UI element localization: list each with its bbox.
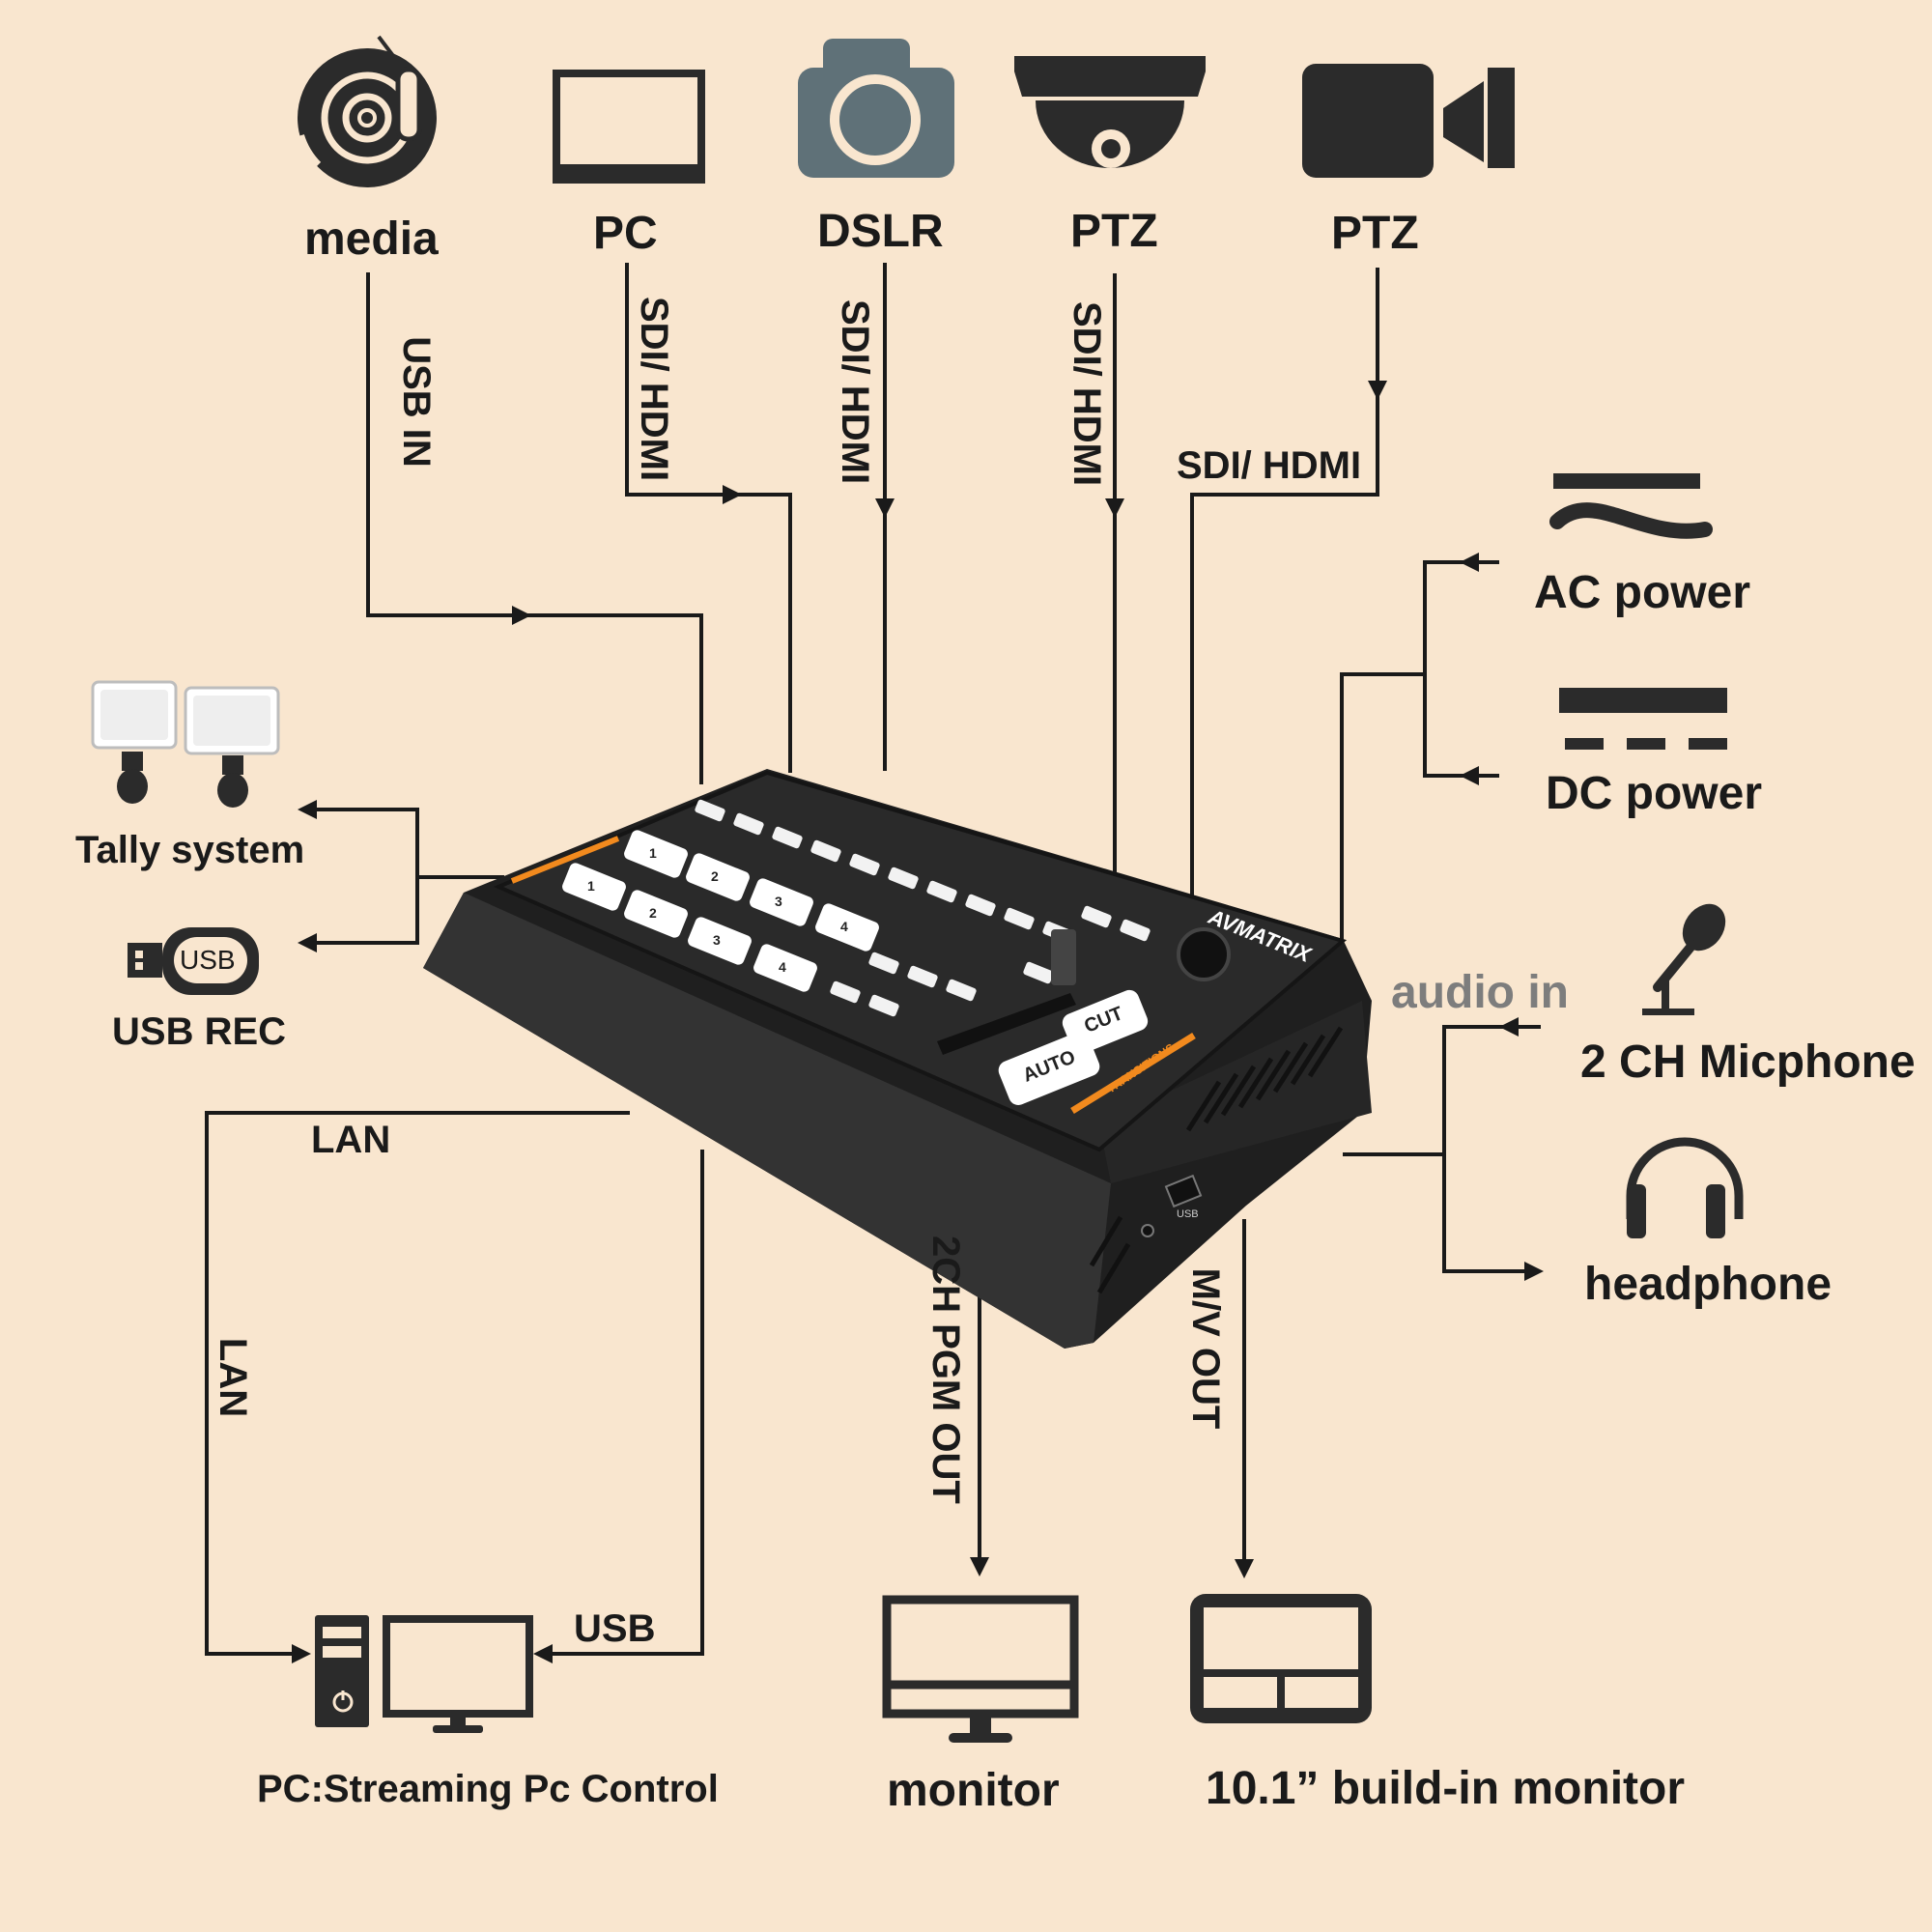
monitor-icon xyxy=(882,1595,1079,1743)
power-arrows xyxy=(1460,553,1499,785)
bottom-arrows xyxy=(280,1548,1254,1663)
audio-jack xyxy=(1141,1224,1154,1237)
ptz-camera-line xyxy=(1190,268,1379,898)
program-key-1[interactable]: 1 xyxy=(649,845,657,861)
preview-key-1[interactable]: 1 xyxy=(587,878,595,894)
source-label-pc: PC xyxy=(593,208,658,259)
monitor-label: monitor xyxy=(887,1765,1060,1816)
pgm-out-label: 2CH PGM OUT xyxy=(924,1236,967,1504)
menu-knob xyxy=(1177,927,1231,981)
dc-power-icon xyxy=(1559,688,1727,750)
audio-arrows xyxy=(1499,1017,1544,1281)
program-keys xyxy=(624,830,879,952)
pc-monitor-icon xyxy=(383,1615,533,1733)
auto-button-shape xyxy=(998,1032,1100,1105)
microphone-label: 2 CH Micphone xyxy=(1580,1037,1916,1088)
dslr-sdi-hdmi-label: SDI/ HDMI xyxy=(834,299,876,485)
function-keys xyxy=(695,799,1151,1017)
lan-label-vertical: LAN xyxy=(212,1337,254,1418)
usb-label: USB xyxy=(574,1607,656,1650)
program-key-4[interactable]: 4 xyxy=(840,919,848,934)
media-disc-icon xyxy=(298,35,437,187)
headphone-icon xyxy=(1626,1137,1744,1238)
usb-port-label: USB xyxy=(1177,1208,1199,1220)
preview-key-4[interactable]: 4 xyxy=(779,959,786,975)
source-label-ptz-dome: PTZ xyxy=(1070,206,1158,257)
tally-light-icon xyxy=(91,680,280,808)
t-bar-handle xyxy=(1051,929,1076,985)
desktop-tower-icon xyxy=(315,1615,369,1727)
bottom-lines xyxy=(205,1111,1246,1656)
builtin-monitor-icon xyxy=(1190,1594,1372,1723)
power-lines xyxy=(1340,560,1497,942)
mv-out-label: M/V OUT xyxy=(1184,1267,1227,1430)
dslr-camera-icon xyxy=(798,39,954,178)
headphone-label: headphone xyxy=(1584,1259,1833,1310)
device-vents xyxy=(1089,1026,1344,1294)
preview-keys xyxy=(562,863,817,992)
usb-in-line xyxy=(366,272,703,784)
video-switcher-device xyxy=(423,769,1372,1349)
ac-power-label: AC power xyxy=(1534,567,1751,618)
usb-in-label: USB IN xyxy=(395,336,438,468)
laptop-icon xyxy=(553,70,705,184)
t-bar-track xyxy=(937,993,1076,1055)
pc-sdi-hdmi-label: SDI/ HDMI xyxy=(633,297,675,482)
program-key-2[interactable]: 2 xyxy=(711,868,719,884)
dc-power-label: DC power xyxy=(1546,768,1763,819)
ptz-camera-sdi-hdmi-label: SDI/ HDMI xyxy=(1177,444,1362,487)
microphone-icon xyxy=(1642,903,1726,1015)
video-camera-icon xyxy=(1302,64,1515,178)
audio-lines xyxy=(1343,1025,1512,1273)
tally-arrows xyxy=(298,800,334,952)
usb-port xyxy=(1164,1174,1203,1208)
tally-lines xyxy=(305,808,504,945)
audio-in-label: audio in xyxy=(1391,967,1569,1018)
preview-key-2[interactable]: 2 xyxy=(649,905,657,921)
program-key-3[interactable]: 3 xyxy=(775,894,782,909)
dome-camera-icon xyxy=(1014,56,1206,168)
ptz-sdi-hdmi-label: SDI/ HDMI xyxy=(1065,301,1108,487)
builtin-monitor-label: 10.1” build-in monitor xyxy=(1206,1763,1686,1814)
source-label-ptz-camera: PTZ xyxy=(1331,208,1419,259)
usb-drive-icon xyxy=(128,927,259,995)
source-label-dslr: DSLR xyxy=(817,206,944,257)
source-label-media: media xyxy=(304,213,439,265)
lan-label-horizontal: LAN xyxy=(311,1119,391,1161)
usb-rec-label: USB REC xyxy=(112,1010,287,1053)
preview-key-3[interactable]: 3 xyxy=(713,932,721,948)
tally-label: Tally system xyxy=(75,829,305,871)
pc-control-label: PC:Streaming Pc Control xyxy=(257,1768,719,1810)
source-arrows xyxy=(483,338,1387,625)
usb-badge-label: USB xyxy=(180,945,236,975)
ac-power-icon xyxy=(1549,473,1713,539)
